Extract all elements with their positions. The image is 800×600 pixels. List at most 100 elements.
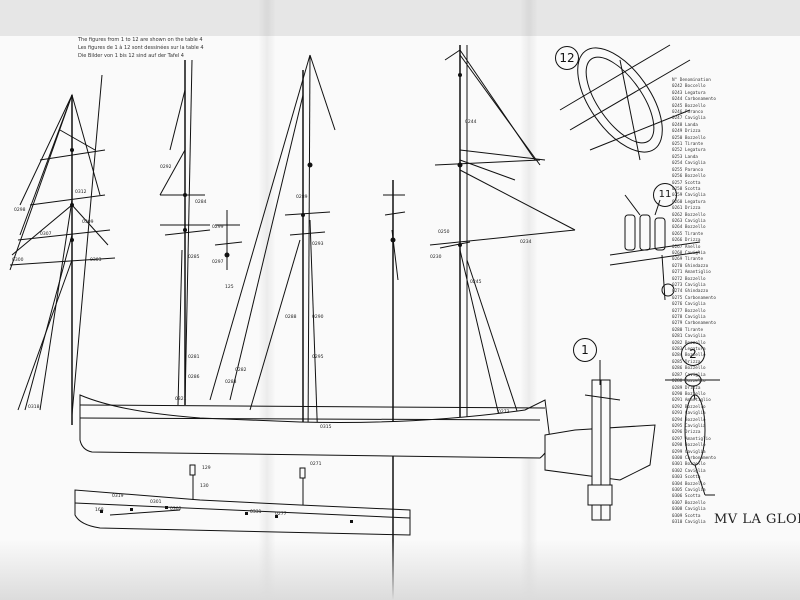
- part-label: 0230: [430, 255, 442, 260]
- part-label: 0292: [160, 165, 172, 170]
- part-label: 0277: [275, 512, 287, 517]
- part-label: 0293: [312, 242, 324, 247]
- parts-list-row: 0244 Carbonamento: [672, 97, 716, 103]
- parts-list-row: 0302 Caviglia: [672, 468, 706, 474]
- parts-list-row: 0307 Bozzello: [672, 500, 706, 506]
- parts-list-row: 0263 Caviglia: [672, 218, 706, 224]
- parts-list-row: 0286 Bozzello: [672, 366, 706, 372]
- detail-number: 11: [653, 183, 677, 207]
- part-label: 125: [225, 285, 234, 290]
- background-top: [0, 0, 800, 36]
- parts-list-row: 0298 Bozzello: [672, 443, 706, 449]
- parts-list-row: 0242 Boccello: [672, 84, 706, 90]
- parts-list-row: 0281 Caviglia: [672, 334, 706, 340]
- parts-list-row: 0305 Caviglia: [672, 488, 706, 493]
- parts-list-row: 0310 Caviglia: [672, 520, 706, 526]
- parts-list-row: 0255 Paranco: [672, 167, 704, 173]
- part-label: 0319: [112, 494, 124, 499]
- parts-list-row: 0293 Caviglia: [672, 411, 706, 417]
- parts-list-row: 0265 Tirante: [672, 231, 704, 237]
- parts-list-row: 0266 Drizza: [672, 238, 701, 244]
- parts-list-row: 0250 Bozzello: [672, 135, 706, 141]
- part-label: 0282: [235, 368, 247, 373]
- model-title: MV LA GLOIR: [714, 512, 800, 527]
- part-label: 0289: [296, 195, 308, 200]
- parts-list-row: 0268 Caviglia: [672, 250, 706, 256]
- background-bottom: [0, 540, 800, 600]
- part-label: 0312: [75, 190, 87, 195]
- part-label: 0295: [312, 355, 324, 360]
- note-line: The figures from 1 to 12 are shown on th…: [78, 37, 203, 43]
- parts-list-row: 0295 Caviglia: [672, 423, 706, 429]
- part-label: 0301: [150, 500, 162, 505]
- parts-list-row: 0258 Scotta: [672, 186, 701, 192]
- part-label: 0271: [310, 462, 322, 467]
- parts-list-row: 0277 Bozzello: [672, 308, 706, 314]
- part-label: 0273: [498, 410, 510, 415]
- part-label: 0290: [312, 315, 324, 320]
- part-label: 0321: [175, 397, 187, 402]
- parts-list-row: 0294 Bozzello: [672, 417, 706, 423]
- parts-list-row: 0267 Anello: [672, 244, 701, 250]
- part-label: 0286: [188, 375, 200, 380]
- part-label: 0283: [225, 380, 237, 385]
- parts-list-row: 0309 Scotta: [672, 513, 701, 519]
- parts-list-row: 0245 Bozzello: [672, 103, 706, 109]
- parts-list-row: 0256 Bozzello: [672, 174, 706, 180]
- parts-list-row: 0300 Carbonamento: [672, 455, 716, 461]
- part-label: 0331: [250, 510, 262, 515]
- parts-list-row: 0271 Amantiglio: [672, 270, 711, 276]
- parts-list-row: 0283 Legatura: [672, 347, 706, 353]
- parts-list-row: 0299 Caviglia: [672, 449, 706, 455]
- parts-list-row: 0280 Tirante: [672, 327, 704, 333]
- parts-list-row: 0251 Tirante: [672, 142, 704, 148]
- part-label: 0299: [212, 225, 224, 230]
- parts-list-row: 0262 Bozzello: [672, 212, 706, 218]
- part-label: 0298: [14, 208, 26, 213]
- parts-list-row: 0303 Scotta: [672, 475, 701, 481]
- parts-list-row: 0243 Legatura: [672, 90, 706, 96]
- parts-list-row: 0274 Ghindazzo: [672, 289, 709, 295]
- parts-list-row: 0304 Bozzello: [672, 481, 706, 487]
- part-label: 0303: [90, 258, 102, 263]
- detail-number: 1: [573, 338, 597, 362]
- parts-list-row: 0290 Bozzello: [672, 391, 706, 397]
- parts-list-row: 0264 Bozzello: [672, 225, 706, 231]
- parts-list-row: 0288 Bozzello: [672, 379, 706, 385]
- parts-list-row: 0259 Caviglia: [672, 193, 706, 199]
- part-label: 0288: [285, 315, 297, 320]
- part-label: 130: [200, 484, 209, 489]
- parts-list-row: 0306 Scotta: [672, 494, 701, 500]
- parts-list-row: 0270 Ghindazzo: [672, 263, 709, 269]
- part-label: 0281: [188, 355, 200, 360]
- parts-list-row: 0296 Drizza: [672, 430, 701, 436]
- parts-list-row: 0269 Tirante: [672, 257, 704, 263]
- note-line: Les figures de 1 à 12 sont dessinées sur…: [78, 45, 204, 51]
- parts-list-row: 0279 Carbonamento: [672, 321, 716, 327]
- part-label: 0245: [470, 280, 482, 285]
- part-label: 0285: [188, 255, 200, 260]
- part-label: 0318: [28, 405, 40, 410]
- parts-list-row: 0289 Drizza: [672, 385, 701, 391]
- parts-list-row: 0291 Amantiglio: [672, 398, 711, 404]
- parts-list-row: 0247 Caviglia: [672, 116, 706, 122]
- parts-list-row: 0248 Landa: [672, 122, 698, 128]
- parts-list-row: 0284 Bozzello: [672, 353, 706, 359]
- parts-list-row: 0253 Landa: [672, 154, 698, 160]
- parts-list-row: 0278 Caviglia: [672, 315, 706, 321]
- parts-list-row: 0246 Paranco: [672, 110, 704, 116]
- parts-list-row: 0285 Drizza: [672, 359, 701, 365]
- part-label: 0302: [170, 507, 182, 512]
- parts-list-row: 0287 Caviglia: [672, 372, 706, 378]
- part-label: 0300: [12, 258, 24, 263]
- note-line: Die Bilder von 1 bis 12 sind auf der Taf…: [78, 53, 184, 59]
- parts-list-row: 0273 Caviglia: [672, 283, 706, 288]
- part-label: 168: [95, 508, 104, 513]
- part-label: 0309: [82, 220, 94, 225]
- parts-list-row: 0272 Bozzello: [672, 276, 706, 282]
- parts-list-row: 0301 Bozzello: [672, 462, 706, 468]
- detail-number: 12: [555, 46, 579, 70]
